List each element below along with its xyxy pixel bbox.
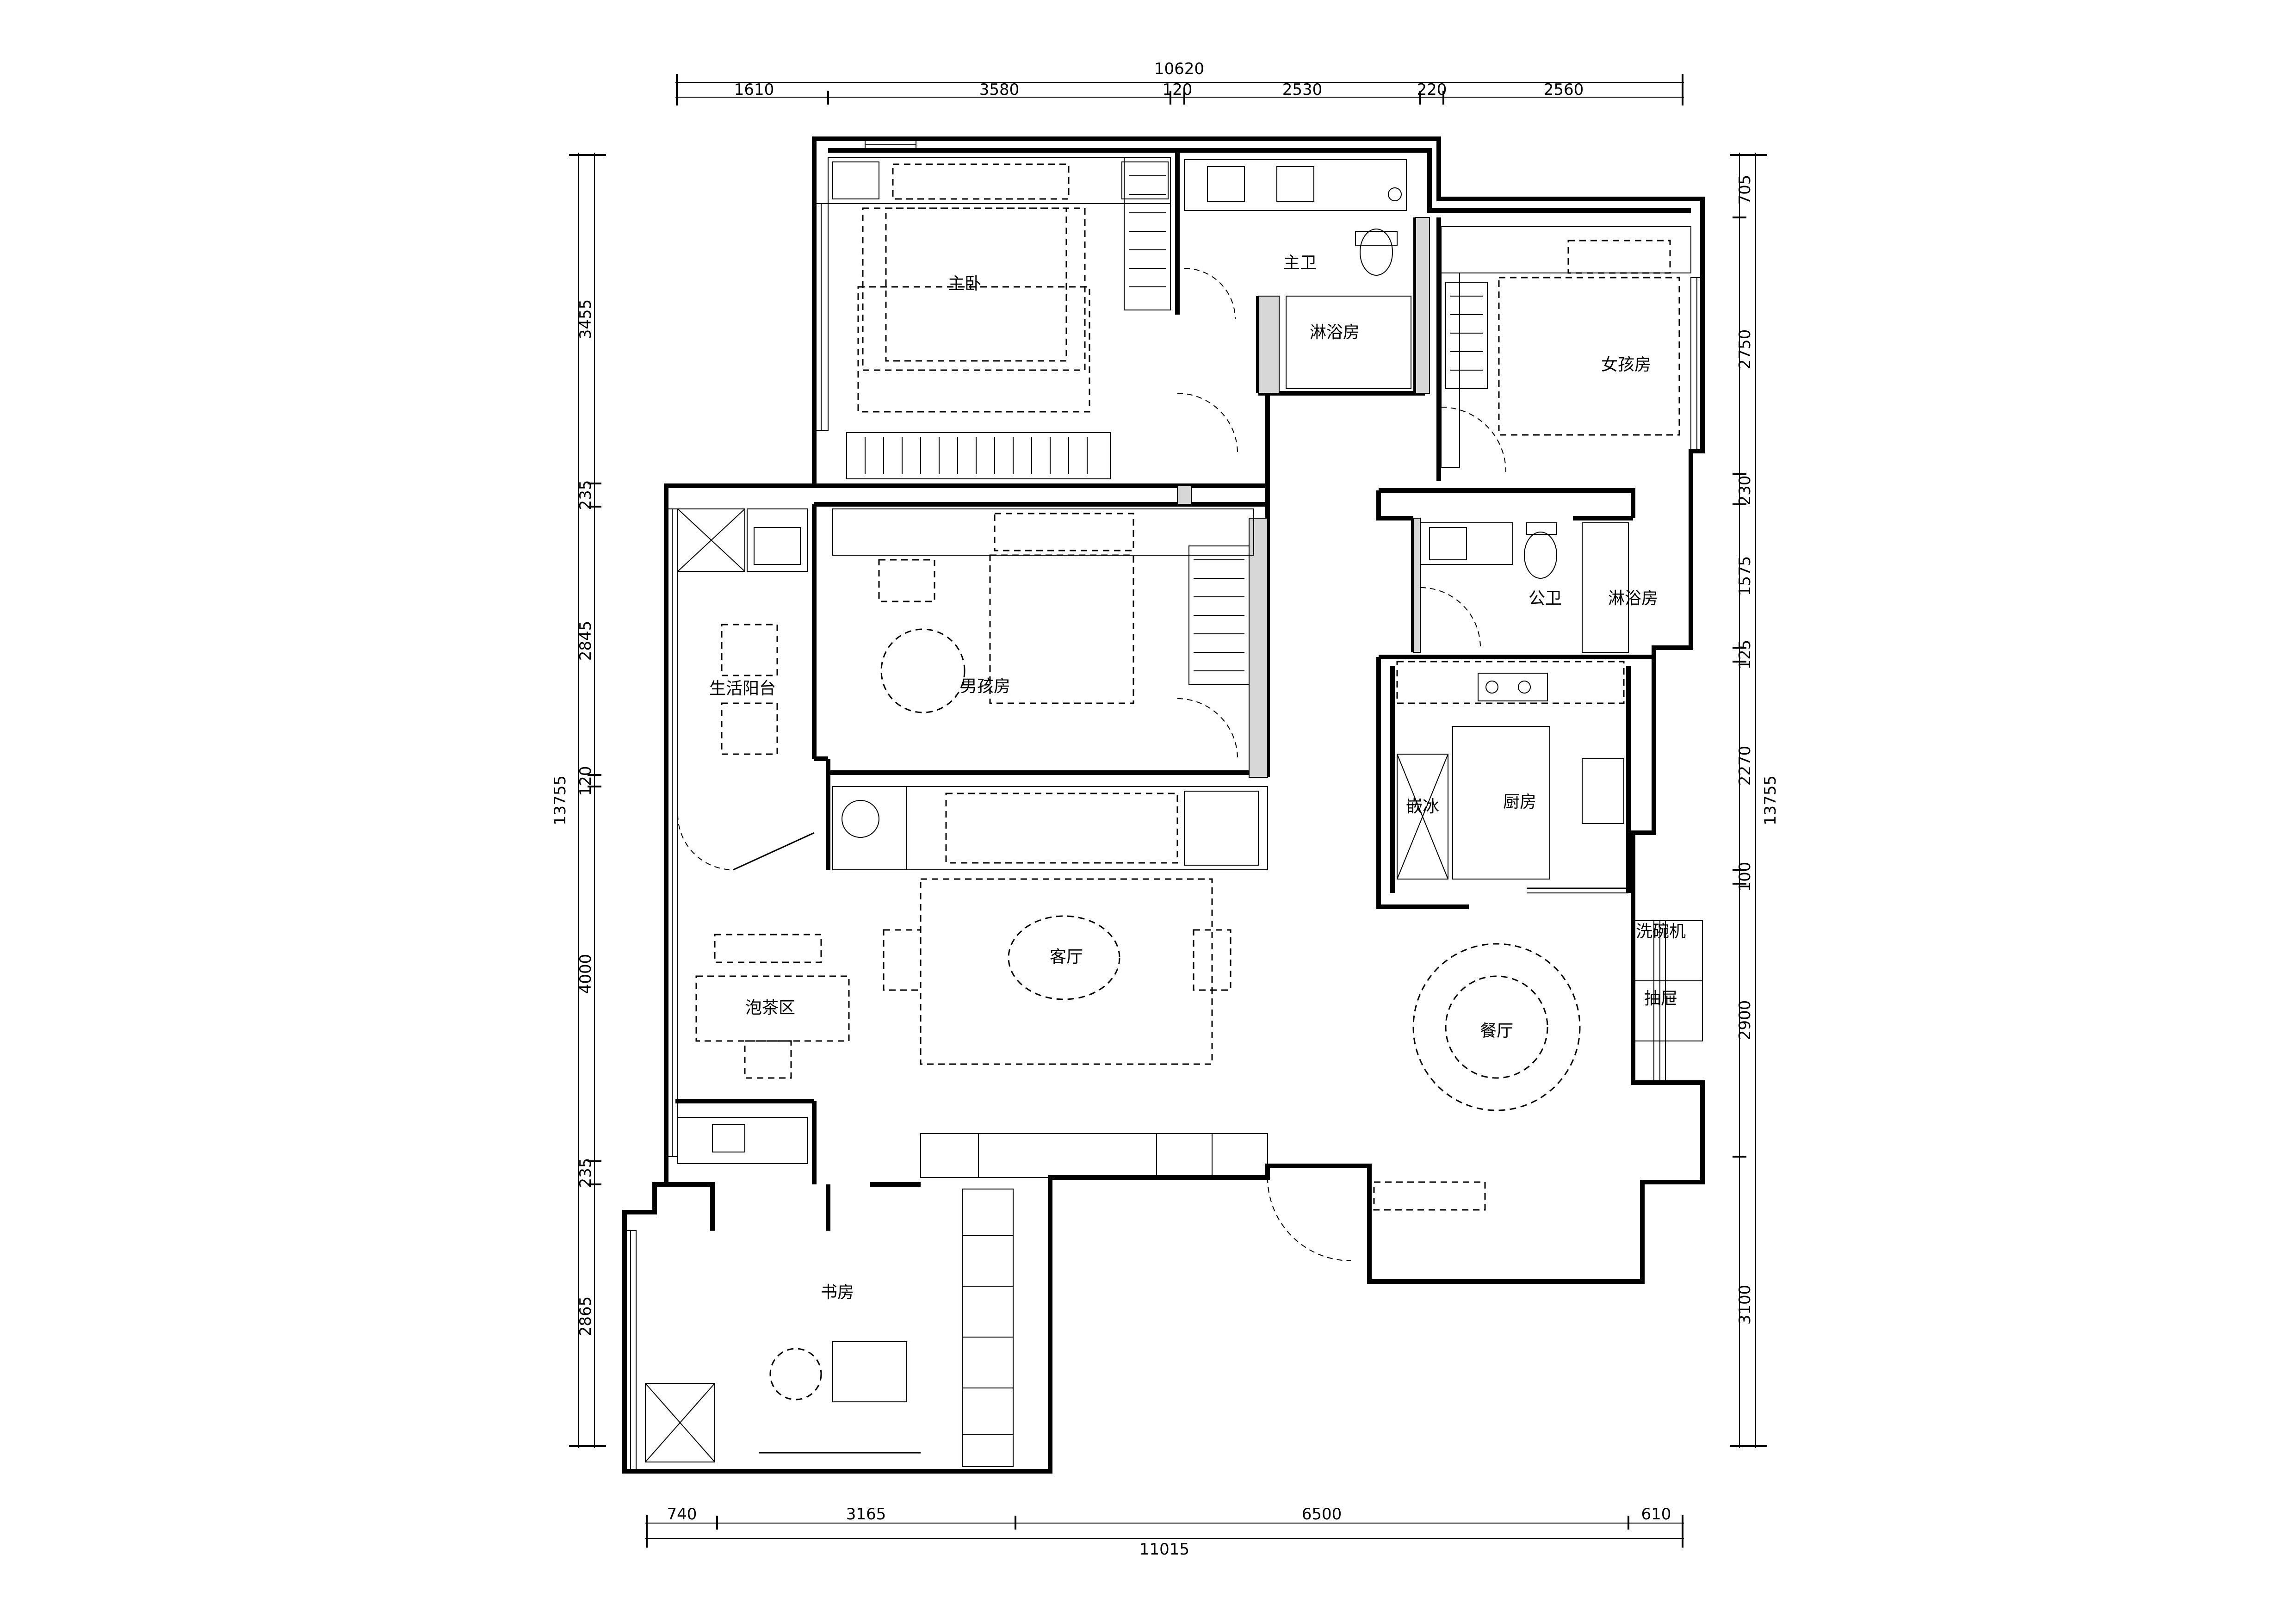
master-bath-label: 主卫 bbox=[1283, 254, 1317, 273]
tea-area: 泡茶区 bbox=[677, 934, 850, 1164]
top-dimensions: 10620 1610 3580 120 2530 220 2560 bbox=[675, 60, 1684, 105]
top-dim-6: 2560 bbox=[1544, 81, 1584, 99]
living-room-label: 客厅 bbox=[1050, 948, 1083, 966]
left-dim-1: 3455 bbox=[576, 299, 595, 340]
right-dim-4: 1575 bbox=[1736, 556, 1754, 596]
tea-area-label: 泡茶区 bbox=[745, 998, 795, 1017]
right-dim-3: 230 bbox=[1736, 476, 1754, 506]
study: 书房 bbox=[645, 1189, 1014, 1467]
master-bedroom: 主卧 bbox=[828, 157, 1238, 479]
right-dim-8: 2900 bbox=[1736, 1000, 1754, 1041]
boy-room-label: 男孩房 bbox=[960, 677, 1010, 696]
bottom-dimensions: 740 3165 6500 610 11015 bbox=[645, 1505, 1684, 1559]
right-dimensions: 705 2750 230 1575 125 2270 100 2900 3100… bbox=[1730, 153, 1780, 1448]
fridge-label: 嵌冰 bbox=[1406, 797, 1439, 816]
girl-room: 女孩房 bbox=[1441, 226, 1691, 472]
left-dim-5: 4000 bbox=[576, 954, 595, 994]
bottom-dim-2: 3165 bbox=[846, 1505, 886, 1524]
right-dim-2: 2750 bbox=[1736, 329, 1754, 370]
left-dim-4: 120 bbox=[576, 766, 595, 796]
right-dim-7: 100 bbox=[1736, 862, 1754, 892]
master-shower-label: 淋浴房 bbox=[1310, 323, 1360, 342]
top-dim-1: 1610 bbox=[734, 81, 774, 99]
drawer-label: 抽屉 bbox=[1644, 989, 1677, 1008]
top-dim-4: 2530 bbox=[1282, 81, 1323, 99]
right-total-dim: 13755 bbox=[1761, 775, 1780, 825]
top-dim-2: 3580 bbox=[979, 81, 1020, 99]
public-bath: 公卫 淋浴房 bbox=[1420, 522, 1658, 653]
right-dim-9: 3100 bbox=[1736, 1285, 1754, 1325]
left-dimensions: 3455 235 2845 120 4000 235 2865 13755 bbox=[551, 153, 606, 1448]
public-shower-label: 淋浴房 bbox=[1608, 589, 1658, 608]
master-bedroom-label: 主卧 bbox=[948, 274, 981, 293]
dishwasher-label: 洗碗机 bbox=[1636, 922, 1686, 941]
left-dim-3: 2845 bbox=[576, 621, 595, 661]
exterior-walls bbox=[622, 136, 1705, 1474]
bottom-dim-4: 610 bbox=[1641, 1505, 1671, 1524]
public-bath-label: 公卫 bbox=[1529, 589, 1562, 608]
girl-room-label: 女孩房 bbox=[1601, 355, 1651, 374]
kitchen-label: 厨房 bbox=[1503, 793, 1536, 812]
right-dim-5: 125 bbox=[1736, 640, 1754, 670]
top-dim-5: 220 bbox=[1417, 81, 1447, 99]
master-bath: 主卫 淋浴房 bbox=[1184, 159, 1411, 389]
kitchen: 嵌冰 厨房 bbox=[1396, 661, 1628, 893]
dining-room: 餐厅 洗碗机 抽屉 bbox=[1373, 920, 1703, 1211]
bottom-total-dim: 11015 bbox=[1139, 1540, 1189, 1559]
dining-room-label: 餐厅 bbox=[1480, 1022, 1513, 1041]
left-dim-2: 235 bbox=[576, 480, 595, 510]
study-label: 书房 bbox=[821, 1283, 854, 1302]
boy-room: 男孩房 bbox=[832, 508, 1254, 759]
bottom-dim-1: 740 bbox=[667, 1505, 697, 1524]
living-room: 客厅 bbox=[832, 786, 1351, 1261]
wall-columns bbox=[1177, 217, 1430, 778]
right-dim-1: 705 bbox=[1736, 175, 1754, 205]
outer-wall bbox=[622, 136, 1705, 1474]
windows bbox=[624, 138, 1703, 1472]
left-dim-7: 2865 bbox=[576, 1296, 595, 1337]
top-total-dim: 10620 bbox=[1154, 60, 1204, 78]
left-total-dim: 13755 bbox=[551, 775, 569, 825]
top-dim-3: 120 bbox=[1163, 81, 1193, 99]
utility-balcony-label: 生活阳台 bbox=[709, 679, 776, 698]
left-dim-6: 235 bbox=[576, 1158, 595, 1188]
right-dim-6: 2270 bbox=[1736, 746, 1754, 786]
utility-balcony: 生活阳台 bbox=[677, 508, 815, 871]
bottom-dim-3: 6500 bbox=[1302, 1505, 1342, 1524]
inner-outer-wall bbox=[828, 148, 1691, 213]
